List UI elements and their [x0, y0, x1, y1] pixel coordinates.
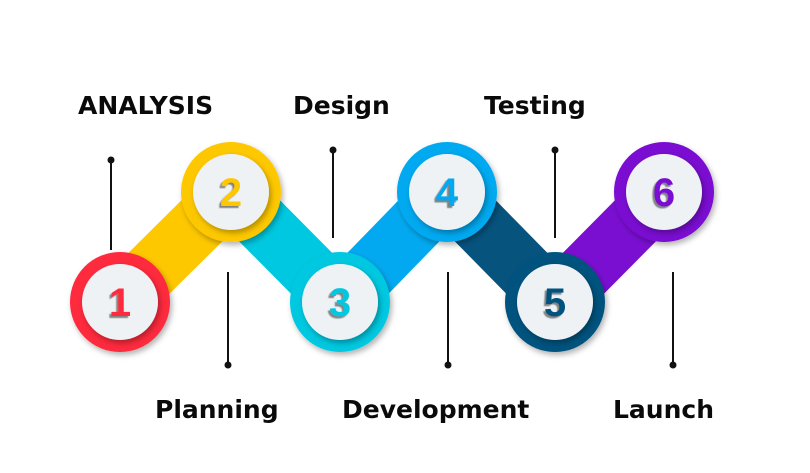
step-label-development: Development [342, 395, 530, 424]
step-number: 1 [109, 281, 131, 325]
step-disc [626, 154, 702, 230]
leader-dot [444, 361, 452, 369]
leader-dot [329, 146, 337, 154]
step-node-6: 6 [614, 142, 714, 242]
step-label-planning: Planning [155, 395, 279, 424]
step-node-1: 1 [70, 252, 170, 352]
leader-dot [551, 146, 559, 154]
step-number: 4 [436, 171, 459, 215]
step-node-5: 5 [505, 252, 605, 352]
step-node-4: 4 [397, 142, 497, 242]
step-label-launch: Launch [613, 395, 715, 424]
step-number: 5 [544, 281, 566, 325]
leader-dot [107, 156, 115, 164]
step-number: 2 [220, 171, 242, 215]
leader-dot [224, 361, 232, 369]
step-disc [302, 264, 378, 340]
step-node-2: 2 [181, 142, 281, 242]
step-number: 6 [653, 171, 675, 215]
step-label-analysis: ANALYSIS [78, 91, 214, 120]
step-label-design: Design [293, 91, 390, 120]
step-disc [193, 154, 269, 230]
step-node-3: 3 [290, 252, 390, 352]
step-disc [409, 154, 485, 230]
leader-dot [669, 361, 677, 369]
step-disc [82, 264, 158, 340]
step-disc [517, 264, 593, 340]
step-number: 3 [329, 281, 351, 325]
step-label-testing: Testing [484, 91, 586, 120]
